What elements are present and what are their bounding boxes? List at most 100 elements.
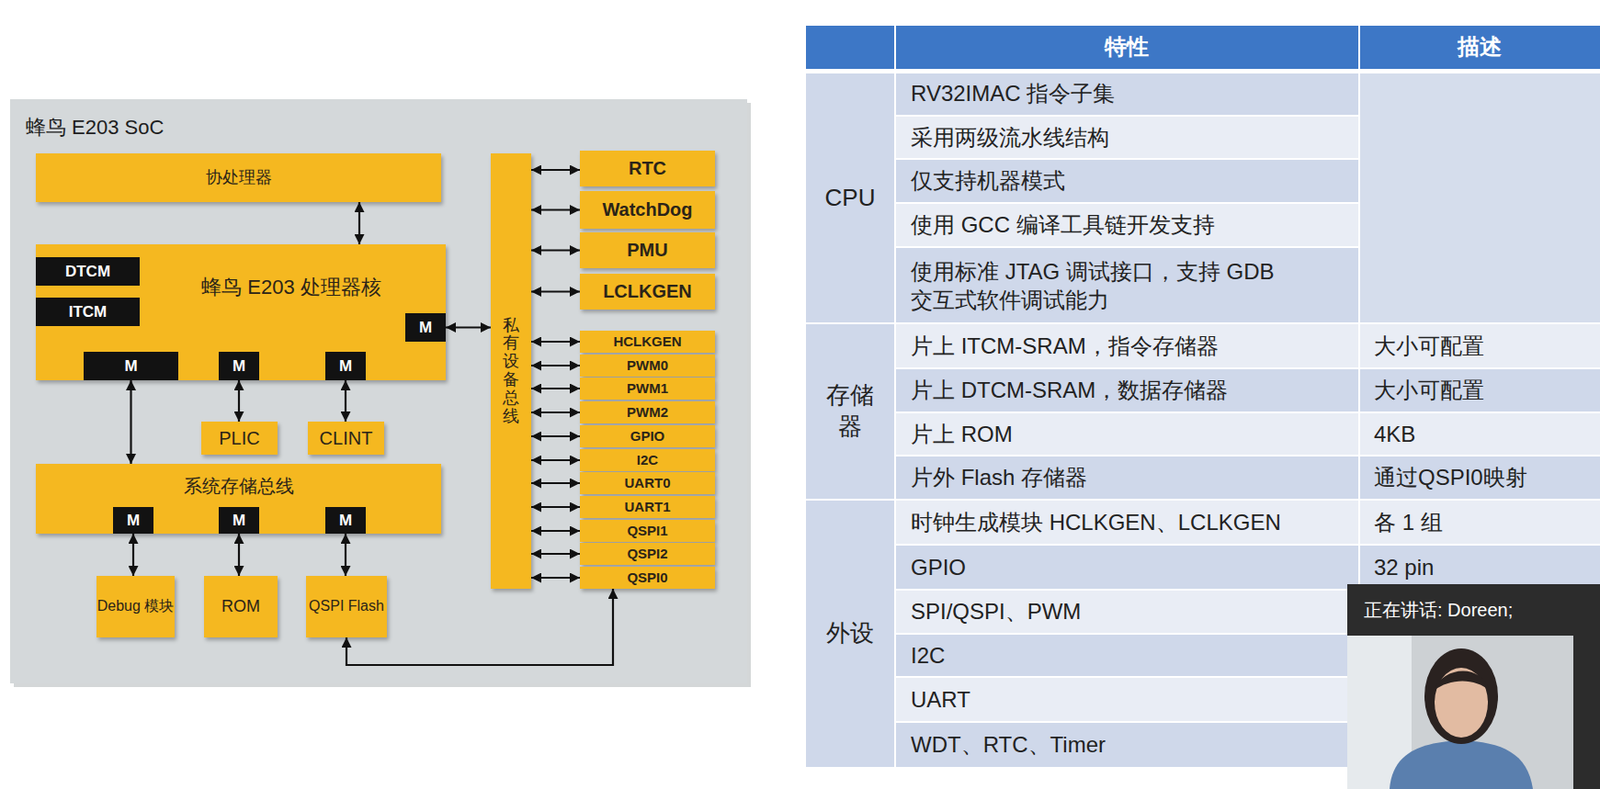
table-cell-holder: 各 1 组 xyxy=(1373,508,1443,537)
peripheral-box: UART1 xyxy=(579,496,715,519)
speaker-body xyxy=(1389,740,1533,789)
table-category: 存储器 xyxy=(824,380,876,443)
bus-arrow xyxy=(531,577,580,579)
table-header-holder: 特性 xyxy=(1104,32,1149,61)
table-cell xyxy=(896,635,1359,677)
table-header-cell xyxy=(805,25,895,69)
private-bus: 私有设备总线 xyxy=(490,153,532,590)
peripheral-box: RTC xyxy=(579,150,715,187)
table-cell-holder: 片上 ROM xyxy=(910,419,1013,449)
tcm-label: DTCM xyxy=(65,262,111,282)
bus-arrow xyxy=(344,533,347,577)
interrupt-controller: PLIC xyxy=(201,421,278,455)
peripheral-box: PWM0 xyxy=(579,354,715,377)
table-cell-holder: 片上 DTCM-SRAM，数据存储器 xyxy=(910,375,1228,405)
table-cell-holder: UART xyxy=(910,685,971,715)
speaker-fringe xyxy=(1433,671,1490,692)
master-port: M xyxy=(325,507,366,534)
peripheral-label: RTC xyxy=(628,158,667,180)
speaker-caption: 正在讲话: Doreen; xyxy=(1363,598,1513,623)
table-cell-holder: 仅支持机器模式 xyxy=(910,166,1066,195)
speaker-hair xyxy=(1424,648,1498,745)
peripheral-box: UART0 xyxy=(579,472,715,495)
table-cell-holder: 片外 Flash 存储器 xyxy=(910,463,1088,492)
memory-target: ROM xyxy=(204,576,278,638)
bus-arrow xyxy=(531,364,580,367)
table-cell: 32 pin xyxy=(1373,553,1434,582)
bus-arrow xyxy=(531,387,580,390)
video-overlay xyxy=(1347,584,1600,789)
peripheral-label: QSPI1 xyxy=(626,522,668,539)
bus-arrow xyxy=(531,530,580,533)
bus-arrow xyxy=(531,169,580,171)
table-cell: 仅支持机器模式 xyxy=(910,166,1066,195)
master-port: M xyxy=(218,507,260,534)
master-port: M xyxy=(218,351,260,381)
table-cell xyxy=(1360,369,1600,412)
peripheral-label: PWM1 xyxy=(626,380,669,397)
peripheral-box: I2C xyxy=(579,449,715,472)
table-cell: UART xyxy=(910,685,971,715)
table-cell xyxy=(896,248,1359,323)
coprocessor-box: 协处理器 xyxy=(35,153,442,203)
table-cell xyxy=(896,73,1359,115)
table-cell xyxy=(1360,456,1600,500)
master-port: M xyxy=(113,507,154,534)
bus-arrow xyxy=(531,249,580,251)
table-cell xyxy=(1360,545,1600,590)
table-cell-holder: 32 pin xyxy=(1373,553,1434,582)
table-cell xyxy=(896,456,1359,500)
table-cell xyxy=(805,324,895,500)
port-label: M xyxy=(419,318,432,338)
bus-arrow xyxy=(531,482,580,485)
table-header: 描述 xyxy=(1457,32,1502,61)
bus-arrow xyxy=(132,533,135,577)
table-header-cell xyxy=(1360,25,1600,69)
table-cell: 采用两级流水线结构 xyxy=(910,123,1110,152)
table-cell-holder: 大小可配置 xyxy=(1373,331,1485,361)
speaker-photo xyxy=(1347,635,1574,789)
bus-arrow xyxy=(238,533,240,577)
port-label: M xyxy=(232,511,246,531)
table-category: 外设 xyxy=(826,618,874,650)
bus-arrow xyxy=(531,411,580,414)
peripheral-label: LCLKGEN xyxy=(602,281,693,303)
tcm-box: DTCM xyxy=(35,257,140,286)
table-cell-holder: 4KB xyxy=(1373,419,1416,449)
table-cell xyxy=(896,413,1359,455)
table-cell: 通过QSPI0映射 xyxy=(1373,463,1528,492)
table-cell: 4KB xyxy=(1373,419,1416,449)
table-cell: I2C xyxy=(910,641,945,670)
table-cell-holder: 使用 GCC 编译工具链开发支持 xyxy=(910,210,1215,239)
table-cell-holder: 通过QSPI0映射 xyxy=(1373,463,1528,492)
block-label: 协处理器 xyxy=(205,168,273,188)
bus-arrow xyxy=(531,208,580,211)
port-label: M xyxy=(232,357,246,376)
table-cell xyxy=(1360,500,1600,545)
peripheral-label: PWM0 xyxy=(626,357,669,374)
port-label: M xyxy=(339,511,352,531)
peripheral-label: QSPI0 xyxy=(626,569,668,586)
table-cell-holder: I2C xyxy=(910,641,945,670)
table-category: CPU xyxy=(825,182,876,215)
peripheral-box: QSPI1 xyxy=(579,520,715,543)
table-cell xyxy=(896,545,1359,590)
table-cell xyxy=(896,723,1359,768)
peripheral-box: HCLKGEN xyxy=(579,330,715,353)
table-cell: 片上 ITCM-SRAM，指令存储器 xyxy=(910,331,1219,361)
block-label: 蜂鸟 E203 处理器核 xyxy=(146,275,437,299)
bus-arrow xyxy=(358,202,361,245)
speaker-caption-holder: 正在讲话: Doreen; xyxy=(1363,598,1513,623)
peripheral-label: PWM2 xyxy=(626,404,669,420)
peripheral-box: LCLKGEN xyxy=(579,273,715,310)
bus-arrow xyxy=(531,435,580,438)
table-cell xyxy=(896,500,1359,545)
peripheral-box: PMU xyxy=(579,232,715,269)
bus-label: 私有设备总线 xyxy=(502,317,520,427)
peripheral-box: PWM1 xyxy=(579,377,715,400)
memory-target: Debug 模块 xyxy=(96,576,175,638)
table-cell xyxy=(896,204,1359,247)
table-category-holder: 外设 xyxy=(826,618,874,650)
peripheral-box: WatchDog xyxy=(579,191,715,229)
